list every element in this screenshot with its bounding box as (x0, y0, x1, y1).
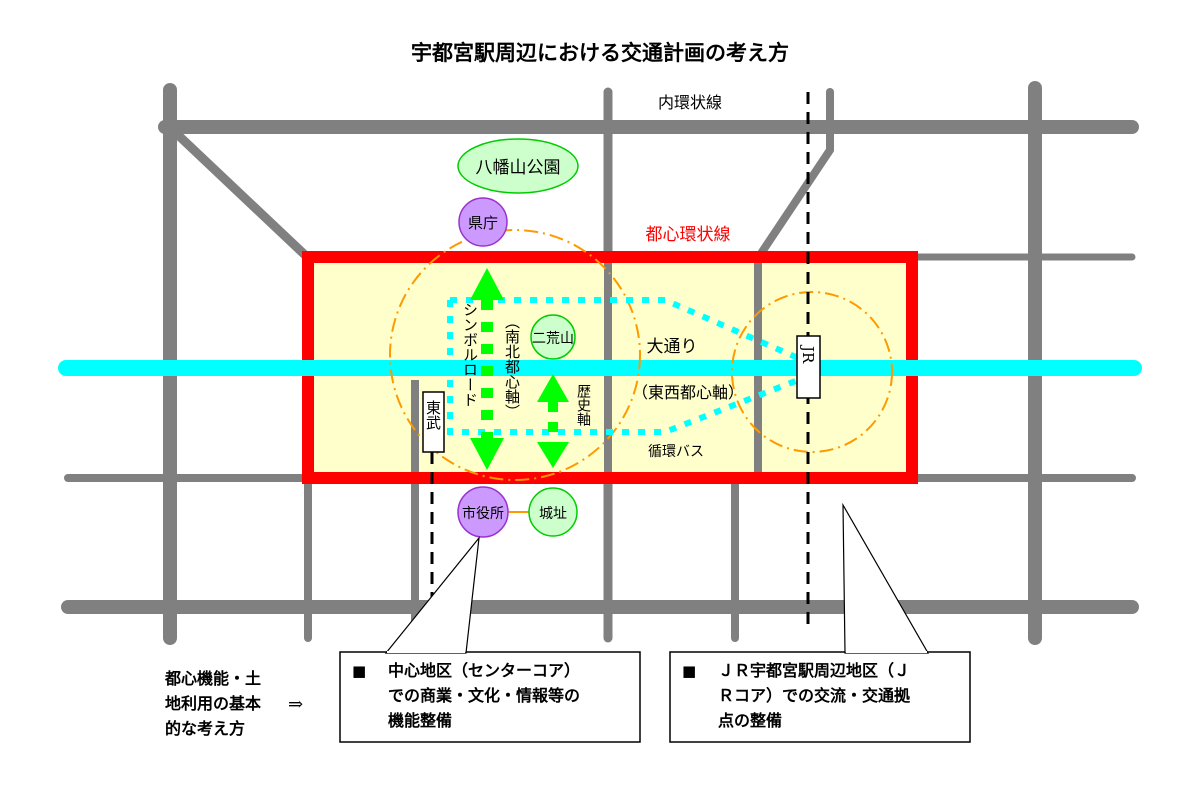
park-label: 八幡山公園 (476, 158, 561, 178)
history-axis-label: 歴史軸 (575, 384, 591, 426)
callout-line: 点の整備 (718, 711, 782, 730)
basic-concept-note: 都心機能・土 地利用の基本 的な考え方 ⇒ (164, 669, 303, 738)
tobu-station-box (422, 391, 445, 453)
bullet-icon: ■ (352, 662, 366, 680)
city-hall-label: 市役所 (462, 505, 504, 522)
futarasan-circle (530, 314, 576, 360)
callout-line: 中心地区（センターコア） (388, 661, 580, 680)
east-west-axis-label: （東西都心軸） (632, 383, 744, 402)
north-south-axis-arrow (470, 268, 504, 470)
center-core-circle (389, 229, 641, 481)
jr-core-circle (731, 291, 893, 453)
diagram-title: 宇都宮駅周辺における交通計画の考え方 (411, 40, 789, 65)
loop-bus-label: 循環バス (648, 444, 704, 460)
futarasan-label: 二荒山 (532, 331, 574, 347)
callout-pointer (842, 502, 930, 654)
central-ring-label: 都心環状線 (646, 225, 731, 245)
bullet-icon: ■ (682, 662, 696, 680)
callout-box (669, 651, 971, 743)
note-line: 地利用の基本 (165, 694, 261, 713)
note-line: 的な考え方 (165, 719, 245, 738)
jr-station-box (796, 335, 821, 399)
callout-jr-core: ■ ＪＲ宇都宮駅周辺地区（Ｊ Ｒコア）での交流・交通拠 点の整備 (669, 502, 971, 743)
north-south-axis-label: （南北都心軸） (503, 314, 521, 419)
callout-center-core: ■ 中心地区（センターコア） での商業・文化・情報等の 機能整備 (339, 536, 641, 743)
callout-line: での商業・文化・情報等の (388, 686, 580, 705)
callout-box (339, 651, 641, 743)
prefecture-label: 県庁 (468, 214, 498, 232)
road-diagonal-nw (173, 130, 310, 260)
city-hall-circle (457, 486, 509, 538)
loop-bus-route (447, 297, 800, 435)
road-diagonal-ne (756, 146, 834, 259)
callout-line: ＪＲ宇都宮駅周辺地区（Ｊ (718, 661, 910, 680)
jr-station-label: JR (799, 344, 817, 364)
park-ellipse (457, 138, 579, 194)
callout-line: 機能整備 (388, 711, 452, 730)
symbol-road-label: シンボルロード (461, 302, 479, 407)
prefecture-circle (458, 197, 508, 247)
odori-label: 大通り (647, 337, 698, 357)
castle-label: 城址 (539, 506, 567, 522)
history-axis-arrow (537, 374, 569, 468)
arrow-right-icon: ⇒ (288, 694, 303, 715)
tobu-station-label: 東武 (424, 400, 442, 430)
inner-ring-label: 内環状線 (658, 93, 722, 112)
note-line: 都心機能・土 (164, 669, 261, 688)
castle-circle (528, 487, 578, 537)
callout-line: Ｒコア）での交流・交通拠 (718, 686, 911, 705)
